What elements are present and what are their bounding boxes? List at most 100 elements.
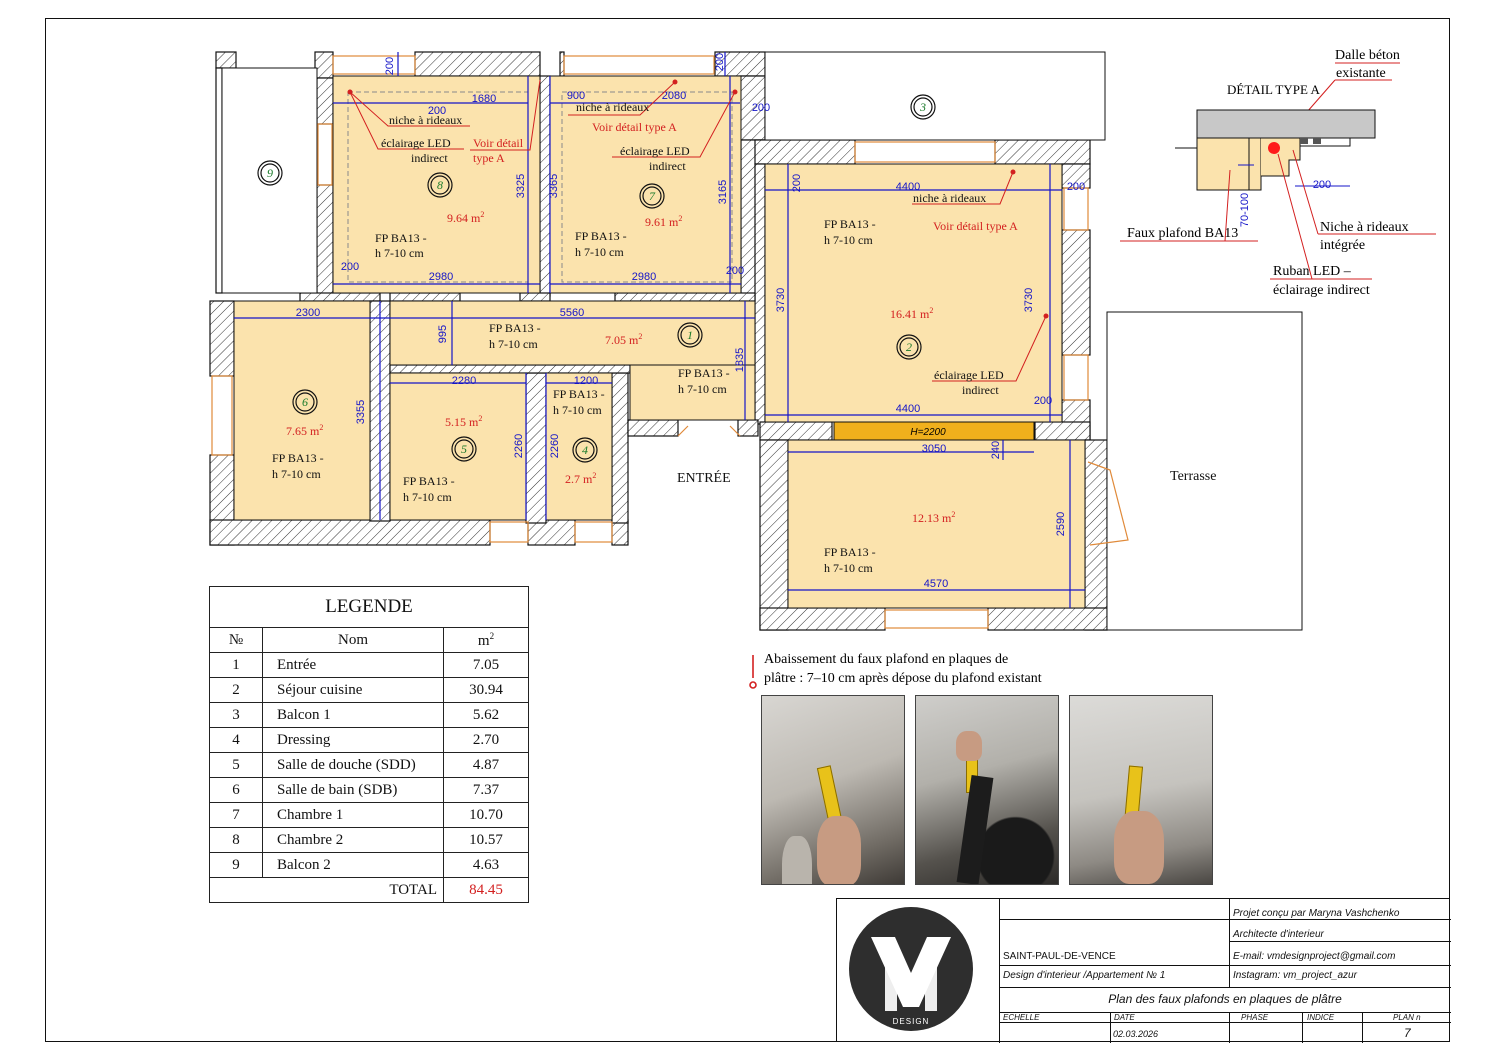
legend-name: Entrée bbox=[262, 652, 444, 678]
svg-text:Niche à rideaux: Niche à rideaux bbox=[1320, 220, 1409, 235]
svg-text:h 7-10 cm: h 7-10 cm bbox=[489, 337, 538, 351]
balcon-1 bbox=[764, 51, 1106, 141]
terrasse-label: Terrasse bbox=[1170, 469, 1216, 484]
svg-text:2590: 2590 bbox=[1055, 512, 1067, 536]
tb-designer: Projet conçu par Maryna Vashchenko bbox=[1233, 908, 1400, 919]
svg-text:indirect: indirect bbox=[649, 159, 686, 173]
site-photo-1 bbox=[761, 695, 905, 885]
windows bbox=[211, 55, 1129, 629]
legend-area: 10.57 bbox=[443, 827, 529, 853]
legend-area: 4.63 bbox=[443, 852, 529, 878]
legend-num: 2 bbox=[209, 677, 263, 703]
site-photo-2 bbox=[915, 695, 1059, 885]
svg-text:éclairage LED: éclairage LED bbox=[381, 136, 451, 150]
legend-name: Salle de douche (SDD) bbox=[262, 752, 444, 778]
svg-text:200: 200 bbox=[1067, 181, 1085, 193]
svg-text:Voir détail type A: Voir détail type A bbox=[592, 120, 677, 134]
svg-text:h 7-10 cm: h 7-10 cm bbox=[553, 403, 602, 417]
legend-area: 7.05 bbox=[443, 652, 529, 678]
svg-text:FP BA13 -: FP BA13 - bbox=[375, 231, 427, 245]
svg-text:9: 9 bbox=[267, 166, 273, 180]
svg-text:1: 1 bbox=[687, 328, 693, 342]
svg-text:h 7-10 cm: h 7-10 cm bbox=[272, 467, 321, 481]
annotation-leaders bbox=[349, 79, 1047, 382]
svg-text:5.15 m2: 5.15 m2 bbox=[445, 414, 482, 429]
zone-sejour bbox=[764, 163, 1063, 423]
svg-text:Voir détail: Voir détail bbox=[473, 136, 524, 150]
drawing-sheet bbox=[45, 18, 1450, 1042]
site-photo-3 bbox=[1069, 695, 1213, 885]
tb-date: 02.03.2026 bbox=[1113, 1029, 1159, 1039]
svg-text:FP BA13 -: FP BA13 - bbox=[824, 217, 876, 231]
zone-chambre-2 bbox=[332, 75, 541, 294]
svg-text:12.13 m2: 12.13 m2 bbox=[912, 510, 955, 525]
svg-text:4400: 4400 bbox=[896, 403, 920, 415]
legend-header-m2: m2 bbox=[443, 627, 529, 653]
svg-text:niche à rideaux: niche à rideaux bbox=[913, 191, 986, 205]
zone-entree-b bbox=[629, 364, 756, 421]
legend-name: Chambre 2 bbox=[262, 827, 444, 853]
zone-dressing bbox=[545, 372, 613, 521]
svg-text:éclairage indirect: éclairage indirect bbox=[1273, 283, 1370, 298]
svg-text:2260: 2260 bbox=[549, 434, 561, 458]
legend-num: 5 bbox=[209, 752, 263, 778]
svg-text:h 7-10 cm: h 7-10 cm bbox=[824, 233, 873, 247]
legend-area: 4.87 bbox=[443, 752, 529, 778]
ceiling-specs: FP BA13 - h 7-10 cm FP BA13 - h 7-10 cm FP… bbox=[272, 217, 876, 575]
legend-num: 4 bbox=[209, 727, 263, 753]
tb-plan-number: 7 bbox=[1404, 1026, 1411, 1040]
room-markers bbox=[257, 94, 936, 463]
svg-text:8: 8 bbox=[437, 178, 443, 192]
svg-text:2260: 2260 bbox=[513, 434, 525, 458]
svg-text:4570: 4570 bbox=[924, 578, 948, 590]
legend-title: LEGENDE bbox=[209, 586, 529, 628]
zone-entree bbox=[389, 300, 756, 366]
entree-label: ENTRÉE bbox=[677, 469, 731, 486]
svg-text:4400: 4400 bbox=[896, 181, 920, 193]
legend-num: 3 bbox=[209, 702, 263, 728]
legend-area: 7.37 bbox=[443, 777, 529, 803]
legend-header-num: № bbox=[209, 627, 263, 653]
tb-h-echelle: ECHELLE bbox=[1003, 1013, 1040, 1022]
dimension-values: 200 200 1680 900 2080 200 200 3325 3365 … bbox=[296, 53, 1085, 590]
annotation-dots bbox=[347, 79, 1049, 319]
svg-text:FP BA13 -: FP BA13 - bbox=[553, 387, 605, 401]
zone-chambre-1 bbox=[549, 75, 742, 294]
legend-num: 9 bbox=[209, 852, 263, 878]
title-block: DESIGN Projet conçu par Maryna Vashchenk… bbox=[836, 898, 1451, 1043]
tb-h-plan: PLAN n bbox=[1393, 1013, 1421, 1022]
legend-name: Balcon 1 bbox=[262, 702, 444, 728]
svg-text:h 7-10 cm: h 7-10 cm bbox=[403, 490, 452, 504]
tb-plan-title: Plan des faux plafonds en plaques de plâ… bbox=[1108, 992, 1342, 1006]
legend-total-value: 84.45 bbox=[443, 877, 529, 903]
note-line-2: plâtre : 7–10 cm après dépose du plafond… bbox=[764, 671, 1042, 686]
logo: DESIGN bbox=[849, 907, 973, 1031]
svg-text:9.61 m2: 9.61 m2 bbox=[645, 214, 682, 229]
svg-text:2300: 2300 bbox=[296, 307, 320, 319]
legend-area: 2.70 bbox=[443, 727, 529, 753]
svg-text:7: 7 bbox=[649, 189, 656, 203]
svg-text:200: 200 bbox=[791, 174, 803, 192]
tb-project: Design d'interieur /Appartement № 1 bbox=[1003, 970, 1166, 981]
svg-text:200: 200 bbox=[384, 57, 396, 75]
legend-area: 5.62 bbox=[443, 702, 529, 728]
svg-text:900: 900 bbox=[567, 90, 585, 102]
svg-text:FP BA13 -: FP BA13 - bbox=[489, 321, 541, 335]
svg-text:5: 5 bbox=[461, 442, 467, 456]
tb-h-date: DATE bbox=[1114, 1013, 1135, 1022]
svg-text:2: 2 bbox=[906, 340, 912, 354]
svg-text:1200: 1200 bbox=[574, 375, 598, 387]
legend-area: 10.70 bbox=[443, 802, 529, 828]
svg-text:h 7-10 cm: h 7-10 cm bbox=[824, 561, 873, 575]
svg-text:1835: 1835 bbox=[734, 348, 746, 372]
